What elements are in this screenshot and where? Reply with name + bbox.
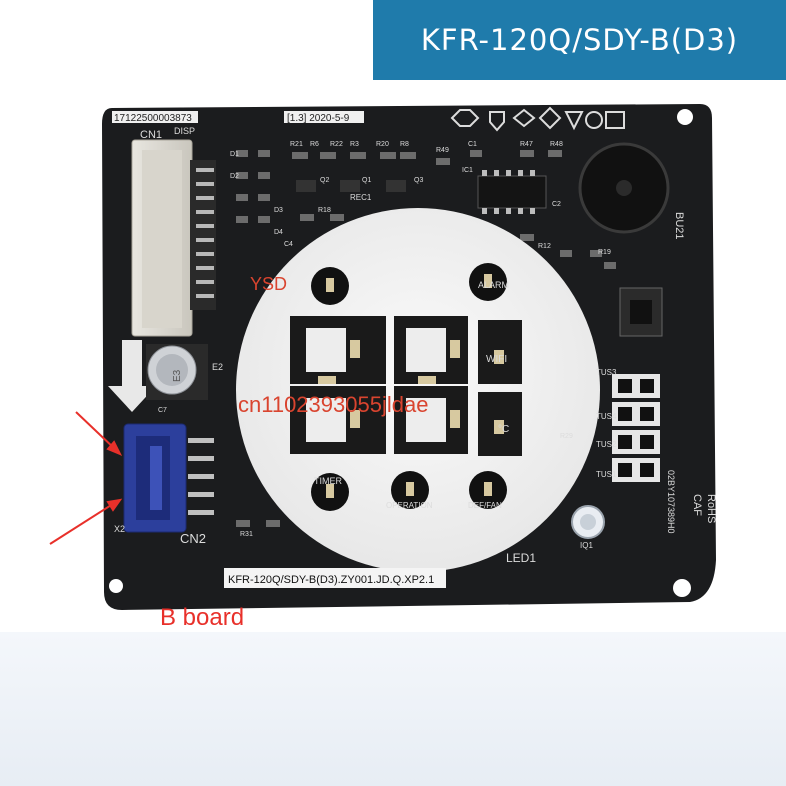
annotation-arrows xyxy=(49,411,123,545)
chip-mark: D4 xyxy=(274,229,283,236)
chip-mark: D2 xyxy=(230,173,239,180)
watermark-middle: cn1102393055jldae xyxy=(238,392,428,417)
x2-label: X2 xyxy=(114,524,125,534)
resistor-mark: R48 xyxy=(550,141,563,148)
resistor-mark: R3 xyxy=(350,141,359,148)
resistor-mark: R29 xyxy=(560,433,573,440)
title-text: KFR-120Q/SDY-B(D3) xyxy=(420,23,739,57)
led-cover xyxy=(236,208,600,572)
led-temp-label: °C xyxy=(498,424,509,435)
resistor-mark: R20 xyxy=(376,141,389,148)
cn2-label: CN2 xyxy=(180,531,206,546)
smd-components xyxy=(236,150,616,527)
led-operation-label: OPERATION xyxy=(386,501,433,510)
chip-mark: IC1 xyxy=(462,167,473,174)
part-number: KFR-120Q/SDY-B(D3).ZY001.JD.Q.XP2.1 xyxy=(228,574,434,586)
chip-mark: REC1 xyxy=(350,193,372,202)
title-banner: KFR-120Q/SDY-B(D3) xyxy=(373,0,786,80)
chip-mark: C1 xyxy=(468,141,477,148)
serial-number: 17122500003873 xyxy=(114,113,192,124)
tactile-switch xyxy=(619,287,663,337)
resistor-mark: R22 xyxy=(330,141,343,148)
silkscreen-down-arrow xyxy=(108,340,156,412)
resistor-mark: R8 xyxy=(400,141,409,148)
buzzer xyxy=(578,142,670,234)
resistor-mark: R18 xyxy=(318,207,331,214)
chip-mark: C4 xyxy=(284,241,293,248)
capacitor-mark-e3: E3 xyxy=(172,369,183,382)
led-alarm-label: ALARM xyxy=(478,280,509,290)
serial-label-bg xyxy=(112,111,198,123)
mounting-hole xyxy=(673,579,691,597)
annotation-label: B board xyxy=(160,604,245,631)
chip-mark: Q2 xyxy=(320,177,329,184)
rohs-label: RoHS xyxy=(705,494,717,523)
resistor-mark: R47 xyxy=(520,141,533,148)
watermark-top: YSD xyxy=(250,274,287,294)
mounting-hole xyxy=(109,579,123,593)
disp-label: DISP xyxy=(174,126,195,136)
mounting-hole xyxy=(677,109,693,125)
resistor-mark: R12 xyxy=(538,243,551,250)
tus-code-label: 02BY107389H0 xyxy=(666,470,676,534)
chip-mark: IQ1 xyxy=(580,541,593,550)
chip-mark: C7 xyxy=(158,407,167,414)
led-deffan-label: DEF/FAN xyxy=(468,501,502,510)
caf-label: CAF xyxy=(691,494,703,516)
tus1-label: TUS1 xyxy=(596,470,617,479)
version-label: [1.3] 2020-5-9 xyxy=(287,113,350,124)
ic-chip xyxy=(477,170,547,214)
chip-mark: C2 xyxy=(552,201,561,208)
electrolytic-capacitor xyxy=(146,344,208,400)
chip-mark: Q3 xyxy=(414,177,423,184)
resistor-mark: R49 xyxy=(436,147,449,154)
led1-label: LED1 xyxy=(506,551,536,565)
chip-mark: D3 xyxy=(274,207,283,214)
tus4-label: TUS4 xyxy=(596,412,617,421)
tus-pads xyxy=(612,374,660,482)
resistor-mark: R19 xyxy=(598,249,611,256)
cn1-connector xyxy=(131,139,216,337)
led-timer-label: TIMER xyxy=(314,476,342,486)
photo-led xyxy=(571,505,605,539)
cn1-label: CN1 xyxy=(140,129,162,141)
version-label-bg xyxy=(284,111,364,123)
tus3-label: TUS3 xyxy=(596,368,617,377)
background-band xyxy=(0,632,786,786)
led-wifi-label: WIFI xyxy=(486,354,507,365)
resistor-mark: R31 xyxy=(240,531,253,538)
part-number-label-bg xyxy=(224,568,446,588)
resistor-mark: R6 xyxy=(310,141,319,148)
cn2-connector xyxy=(123,423,214,533)
chip-mark: D1 xyxy=(230,151,239,158)
chip-mark: Q1 xyxy=(362,177,371,184)
capacitor-mark-e2: E2 xyxy=(212,362,223,372)
bu21-label: BU21 xyxy=(673,212,685,240)
tus2-label: TUS2 xyxy=(596,440,617,449)
silkscreen-symbols xyxy=(450,106,625,132)
resistor-mark: R21 xyxy=(290,141,303,148)
